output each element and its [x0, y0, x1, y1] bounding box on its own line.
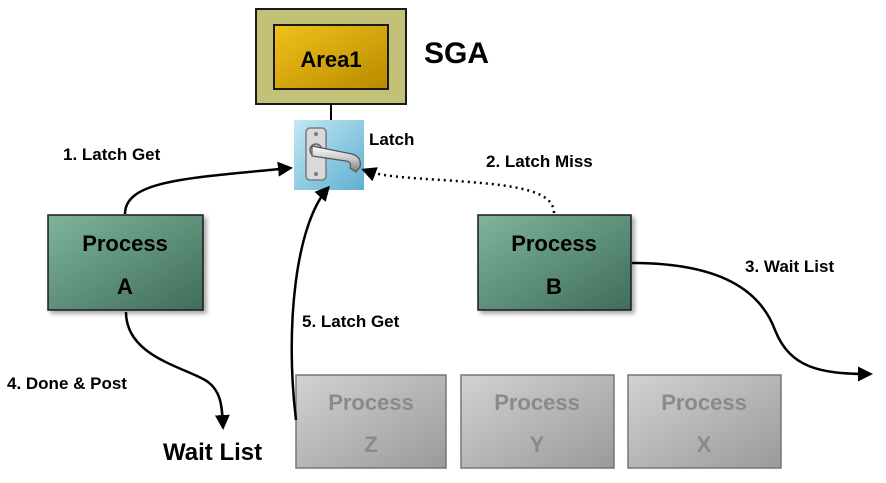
step-3-label: 3. Wait List: [745, 257, 834, 276]
door-handle-icon: [294, 120, 364, 190]
process-z-box: Process Z: [295, 374, 447, 469]
process-a-box: Process A: [47, 214, 204, 311]
arrow-done-post: [124, 311, 230, 430]
process-b-line1: Process: [511, 231, 597, 256]
step-5-label: 5. Latch Get: [302, 312, 400, 331]
arrow-wait-list-b: [631, 261, 873, 382]
process-x-line2: X: [697, 432, 712, 457]
process-y-line1: Process: [494, 390, 580, 415]
process-b-line2: B: [546, 274, 562, 299]
process-z-line1: Process: [328, 390, 414, 415]
arrow-latch-miss: [361, 167, 556, 214]
area1-label: Area1: [300, 47, 361, 72]
process-y-line2: Y: [530, 432, 545, 457]
process-x-line1: Process: [661, 390, 747, 415]
arrow-latch-get-a: [123, 161, 293, 215]
step-1-label: 1. Latch Get: [63, 145, 161, 164]
process-x-box: Process X: [627, 374, 782, 469]
latch-label: Latch: [369, 130, 414, 149]
process-a-line1: Process: [82, 231, 168, 256]
process-y-box: Process Y: [460, 374, 615, 469]
sga-title: SGA: [424, 37, 489, 70]
process-a-line2: A: [117, 274, 133, 299]
process-b-box: Process B: [477, 214, 632, 311]
wait-list-label: Wait List: [163, 439, 262, 466]
step-4-label: 4. Done & Post: [7, 374, 127, 393]
step-2-label: 2. Latch Miss: [486, 152, 593, 171]
process-z-line2: Z: [364, 432, 377, 457]
arrow-latch-get-z: [290, 185, 330, 421]
sga-box: Area1: [255, 8, 407, 105]
area1-box: [273, 24, 389, 90]
